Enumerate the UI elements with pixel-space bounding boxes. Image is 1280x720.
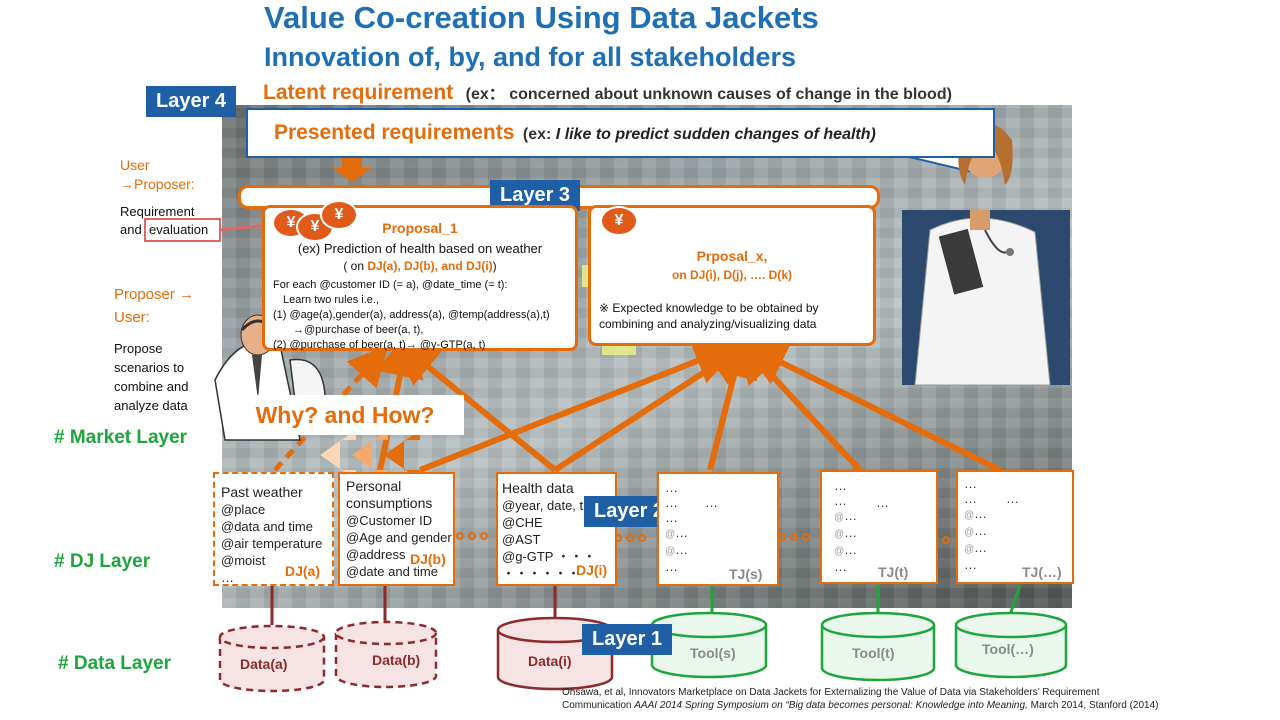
page-title: Value Co-creation Using Data Jackets (264, 0, 819, 35)
layer-1-tag: Layer 1 (582, 624, 673, 655)
proposal-x-data-jackets: on DJ(i), D(j), …. D(k) (672, 268, 792, 282)
tj-more-label: TJ(…) (1022, 564, 1062, 580)
tool-t-label: Tool(t) (852, 645, 895, 661)
tj-card-s: … … … @… @… … … TJ(s) (657, 472, 779, 586)
propose-text-2: scenarios to (114, 360, 185, 375)
tj-s-label: TJ(s) (729, 566, 763, 582)
dj-card-i: Health data @year, date, t @CHE @AST @g-… (496, 472, 617, 586)
data-i-label: Data(i) (528, 653, 572, 669)
data-b-label: Data(b) (372, 652, 421, 668)
database-cylinder-icon (954, 611, 1068, 679)
proposal-1-title: Proposal_1 (382, 220, 458, 236)
proposer-user-label-2: User: (114, 309, 150, 326)
user-proposer-label-1: User (120, 157, 150, 173)
dj-a-label: DJ(a) (285, 563, 321, 579)
dot-connector (456, 532, 950, 544)
latent-requirement-label: Latent requirement (263, 81, 454, 104)
database-cylinder-icon (820, 611, 936, 682)
dj-card-b: Personal consumptions @Customer ID @Age … (338, 472, 455, 586)
tj-card-more: … … @… @… @… … … TJ(…) (956, 470, 1074, 584)
latent-requirement: Latent requirement (ex： concerned about … (263, 80, 952, 105)
and-label: and (120, 222, 142, 237)
page-subtitle: Innovation of, by, and for all stakehold… (264, 42, 797, 72)
latent-requirement-example: (ex： concerned about unknown causes of c… (465, 86, 952, 103)
database-cylinder-icon (334, 620, 438, 689)
data-a-label: Data(a) (240, 656, 288, 672)
yen-coin-icon: ¥ (320, 200, 358, 230)
propose-text-4: analyze data (114, 398, 188, 413)
proposal-x-card: Prposal_x, on DJ(i), D(j), …. D(k) ※ Exp… (588, 205, 876, 346)
tool-more-label: Tool(…) (982, 641, 1034, 657)
database-cylinder-icon (218, 624, 326, 693)
tool-s-label: Tool(s) (690, 645, 736, 661)
connector-line (270, 584, 1022, 625)
proposal-1-data-jackets: ( on DJ(a), DJ(b), and DJ(i)) (343, 259, 497, 273)
propose-text-1: Propose (114, 341, 163, 356)
presented-example-prefix: (ex: (522, 126, 556, 143)
chevron-arrows-icon (320, 430, 420, 480)
dj-b-label: DJ(b) (410, 551, 446, 567)
arrow-icon (219, 223, 269, 232)
dj-card-a: Past weather @place @data and time @air … (213, 472, 334, 586)
citation: Ohsawa, et al, Innovators Marketplace on… (562, 687, 1159, 711)
tj-t-label: TJ(t) (878, 564, 909, 580)
database-cylinder-icon (650, 611, 768, 679)
layer-4-tag: Layer 4 (146, 86, 237, 117)
presented-example: I like to predict sudden changes of heal… (555, 126, 876, 143)
why-and-how-label: Why? and How? (226, 395, 464, 435)
dj-i-label: DJ(i) (576, 562, 608, 578)
yen-coin-icon: ¥ (600, 206, 638, 236)
user-proposer-label-2: →Proposer: (120, 176, 195, 192)
down-arrow-icon (332, 158, 372, 182)
data-layer-label: # Data Layer (58, 653, 172, 674)
tj-card-t: … … @… @… @… … … TJ(t) (820, 470, 938, 584)
proposal-1-rules: For each @customer ID (= a), @date_time … (273, 279, 550, 351)
dj-layer-label: # DJ Layer (54, 551, 151, 572)
proposal-x-title: Prposal_x, (696, 248, 768, 264)
presented-requirements-label: Presented requirements (274, 121, 515, 144)
doctor-figure-icon (902, 122, 1070, 386)
propose-text-3: combine and (114, 379, 189, 394)
proposal-x-note: ※ Expected knowledge to be obtained by c… (599, 301, 819, 331)
evaluation-label: evaluation (149, 222, 209, 237)
market-layer-label: # Market Layer (54, 427, 188, 448)
proposer-user-label-1: Proposer → (114, 286, 195, 303)
presented-requirements-callout: Presented requirements (ex: I like to pr… (246, 108, 995, 158)
proposal-1-description: (ex) Prediction of health based on weath… (297, 241, 543, 256)
requirement-label: Requirement (120, 204, 195, 219)
